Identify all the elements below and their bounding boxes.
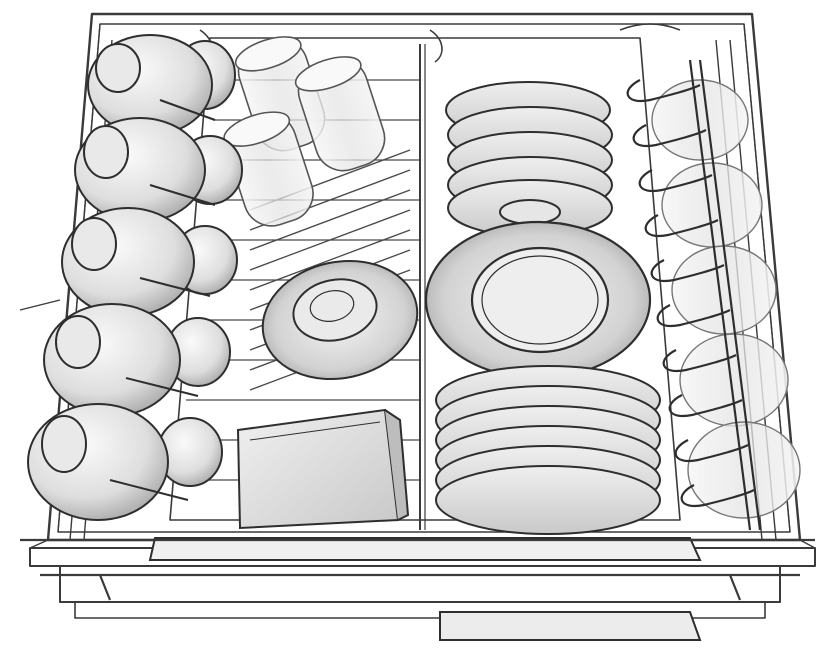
serving-platter bbox=[148, 537, 702, 641]
cup bbox=[43, 303, 231, 417]
small-bowl bbox=[261, 259, 419, 381]
square-container bbox=[236, 408, 410, 530]
cup bbox=[74, 117, 243, 223]
glasses-right-column bbox=[651, 79, 801, 519]
cup bbox=[61, 207, 238, 317]
large-bowl bbox=[424, 220, 652, 380]
fork-tines-glasses-right bbox=[626, 59, 762, 531]
cup bbox=[27, 403, 223, 521]
cup bbox=[87, 34, 236, 136]
glasses-group bbox=[223, 36, 386, 227]
stacked-plates-lower bbox=[435, 365, 661, 535]
stacked-plates-upper bbox=[445, 81, 613, 237]
cups-row-left bbox=[27, 34, 243, 521]
rack-front-rail bbox=[20, 538, 815, 601]
